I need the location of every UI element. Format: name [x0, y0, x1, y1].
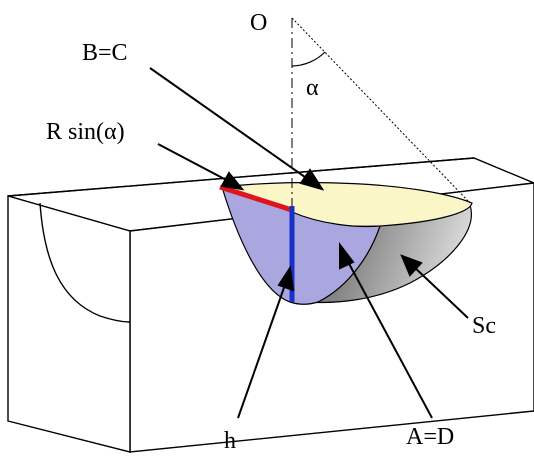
leader-arrows	[149, 67, 469, 419]
block-left-groove	[39, 202, 131, 323]
arrow-radius-line	[157, 143, 233, 184]
arrow-height-line	[237, 281, 287, 419]
block-top-back-edge	[7, 157, 475, 197]
section-face-ad	[221, 186, 381, 305]
label-point-ad: A=D	[406, 424, 454, 450]
arrow-bc-line	[149, 67, 313, 183]
label-surface: Sc	[472, 313, 496, 339]
label-height: h	[224, 428, 236, 454]
label-radius-term: R sin(α)	[46, 119, 125, 145]
arrow-ad-head	[339, 242, 355, 270]
arrow-bc-head	[299, 168, 325, 191]
scratch-cavity	[219, 181, 473, 305]
inclined-radius-line	[291, 17, 471, 204]
arrow-sc-head	[400, 254, 423, 277]
label-origin: O	[250, 10, 267, 36]
block-left-face	[7, 195, 131, 453]
construction-lines	[291, 17, 471, 206]
label-point-bc: B=C	[82, 40, 128, 66]
arrow-height-head	[277, 265, 295, 292]
label-angle: α	[306, 75, 319, 101]
arrow-radius-head	[220, 171, 245, 191]
arrow-sc-line	[411, 264, 469, 319]
angle-arc	[291, 51, 326, 67]
radius-segment	[219, 184, 293, 213]
arrow-ad-line	[345, 257, 433, 419]
